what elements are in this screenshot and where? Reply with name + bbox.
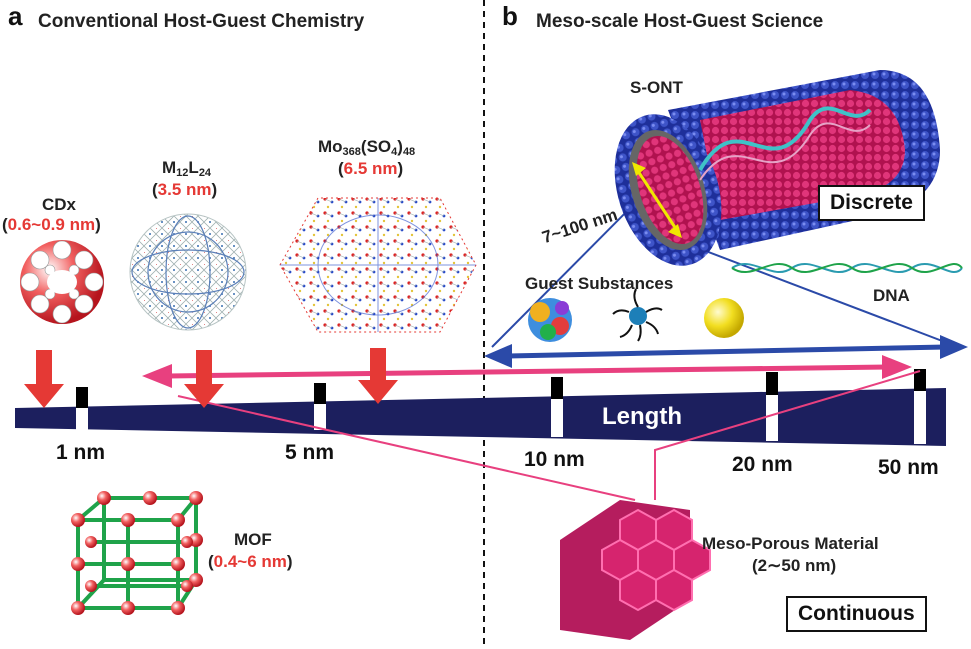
tick-label-50nm: 50 nm [878, 456, 939, 479]
mof-label: MOF [234, 530, 272, 549]
m12l24-size-label: (3.5 nm) [152, 180, 218, 199]
panel-b-title: Meso-scale Host-Guest Science [536, 11, 824, 32]
guest-nanoparticle-icon [704, 298, 744, 338]
tick-label-5nm: 5 nm [285, 441, 335, 464]
tick-label-10nm: 10 nm [524, 448, 585, 471]
continuous-box: Continuous [786, 596, 927, 632]
mo368-structure [279, 197, 477, 333]
red-size-arrows [24, 348, 398, 408]
blue-range-arrow [484, 335, 968, 368]
scale-ticks [76, 391, 926, 444]
guest-micelle-icon [612, 288, 663, 342]
panel-a-title: Conventional Host-Guest Chemistry [38, 11, 365, 32]
mof-size-label: (0.4~6 nm) [208, 552, 293, 571]
pink-range-arrow [142, 355, 912, 388]
panel-a-letter: a [8, 1, 23, 31]
cdx-label: CDx [42, 195, 77, 214]
cdx-size-label: (0.6~0.9 nm) [2, 215, 101, 234]
guest-substances-label: Guest Substances [525, 274, 674, 293]
sont-label: S-ONT [630, 78, 683, 97]
guest-protein-icon [528, 298, 572, 342]
m12l24-structure [129, 213, 247, 331]
scale-tick-tops [76, 369, 926, 408]
mo368-size-label: (6.5 nm) [338, 159, 404, 178]
length-scale-bar [15, 388, 946, 446]
m12l24-label: M12L24 [162, 158, 212, 179]
cdx-size: 0.6~0.9 nm [7, 215, 96, 234]
discrete-box: Discrete [818, 185, 925, 221]
mesoporous-size-label: (2∼50 nm) [752, 556, 837, 575]
dna-label: DNA [873, 286, 910, 305]
cdx-structure [20, 240, 104, 324]
dna-helix [731, 262, 963, 274]
mof-size: 0.4~6 nm [213, 552, 287, 571]
mo368-size: 6.5 nm [343, 159, 398, 178]
mesoporous-label: Meso-Porous Material [702, 534, 879, 553]
tick-label-1nm: 1 nm [56, 441, 106, 464]
panel-b-letter: b [502, 1, 518, 31]
mo368-label: Mo368(SO4)48 [318, 137, 416, 158]
mesoporous-structure [560, 500, 711, 640]
m12l24-size: 3.5 nm [157, 180, 212, 199]
length-label: Length [602, 403, 682, 430]
mof-structure [71, 491, 203, 615]
tick-label-20nm: 20 nm [732, 453, 793, 476]
sont-nanotube [614, 70, 940, 266]
